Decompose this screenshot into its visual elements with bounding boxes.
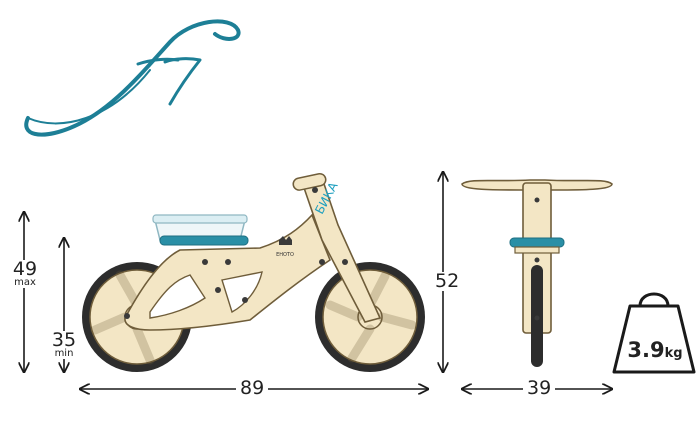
seat-max-label: 49 max xyxy=(6,260,44,288)
bike-side-view: EHOTO БИКА xyxy=(82,172,425,372)
frame-brand-text: EHOTO xyxy=(276,252,294,258)
seat-max-qualifier: max xyxy=(14,277,36,288)
front-seat xyxy=(509,237,565,248)
weight-value: 3.9 xyxy=(627,338,665,362)
width-label: 39 xyxy=(523,379,556,398)
bike-frame xyxy=(124,172,382,331)
length-label: 89 xyxy=(236,379,269,398)
seat-min-qualifier: min xyxy=(54,348,74,359)
weight-label: 3.9kg xyxy=(620,340,690,361)
height-label: 52 xyxy=(431,272,464,291)
weight-icon xyxy=(612,292,696,374)
seat-min-label: 35 min xyxy=(46,331,82,359)
seat-min-value: 35 xyxy=(51,329,77,351)
seat-basket xyxy=(152,214,249,246)
weight-unit: kg xyxy=(664,346,683,361)
bike-front-view xyxy=(461,179,613,367)
seat-max-value: 49 xyxy=(12,258,38,280)
